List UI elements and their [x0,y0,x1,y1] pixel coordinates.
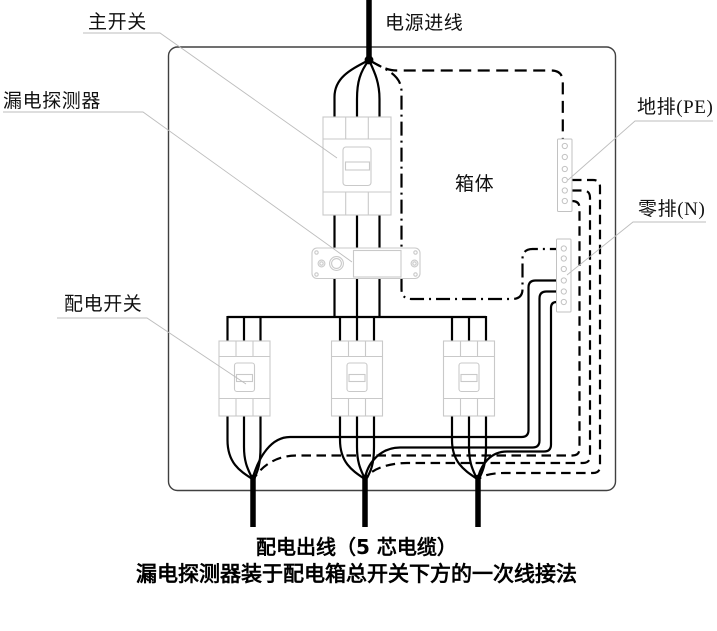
main-switch-toggle [344,161,371,171]
main-switch-face [342,146,372,187]
distribution-switch-3 [442,340,496,417]
cable-3-junction-dot [475,474,481,481]
caption-title: 漏电探测器装于配电箱总开关下方的一次线接法 [136,562,577,586]
distribution-switches [218,340,496,417]
main-switch [322,116,392,216]
cable-1-junction-dot [250,474,256,481]
distribution-switch-1 [218,340,271,417]
neutral-bar-label: 零排(N) [638,199,706,220]
detector-ct-ring [329,256,344,271]
wires [226,0,602,527]
neutral-bar-n [556,238,572,313]
ground-bar-pe [557,138,573,212]
detector-screws [314,250,419,277]
distribution-switch-2 [330,340,384,417]
pe-bar-terminals [561,142,568,205]
caption-outgoing-cable: 配电出线（5 芯电缆） [256,535,457,559]
leakage-detector-label: 漏电探测器 [3,91,102,112]
leader-lines [3,32,713,385]
cable-2-junction-dot [362,474,368,481]
leader-distribution-switch [57,317,247,385]
power-inlet-label: 电源进线 [385,13,464,34]
leader-main-switch [83,32,338,159]
neutral-wire-incoming [368,59,557,301]
enclosure-label: 箱体 [455,174,495,195]
pe-wires-outgoing [253,178,602,480]
outgoing-cable-stubs [250,476,481,527]
busbar [226,315,488,342]
ground-bar-label: 地排(PE) [637,97,714,118]
inlet-junction-dot [364,55,374,65]
leader-leakage-detector [3,111,353,263]
distribution-switch-label: 配电开关 [64,294,143,315]
leakage-detector [311,247,421,280]
junction-dots [250,55,481,481]
detector-body-window [352,249,402,278]
neutral-bar-terminals [560,245,567,306]
leader-ground-bar [567,120,713,181]
main-switch-label: 主开关 [88,12,147,33]
leader-neutral-bar [566,221,706,276]
